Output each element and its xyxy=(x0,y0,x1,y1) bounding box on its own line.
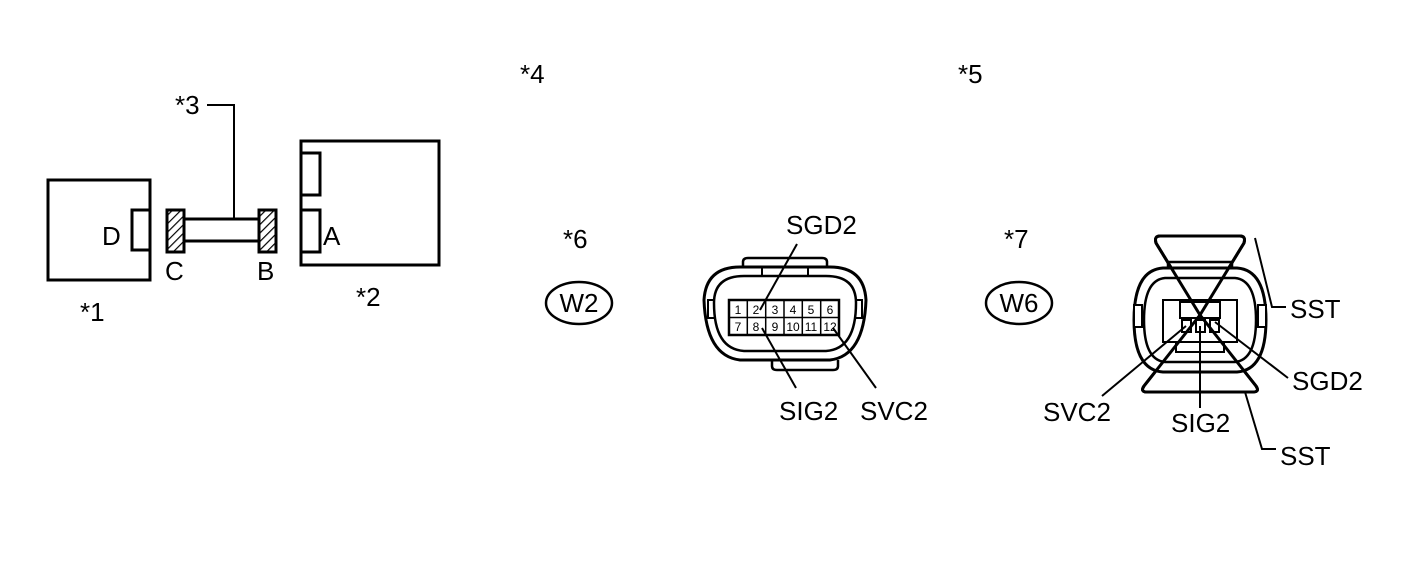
callout-4: *4 xyxy=(520,59,545,89)
callout-3-leader xyxy=(207,104,235,219)
connector-socket-upper xyxy=(299,151,322,197)
connector-id-w2: W2 xyxy=(560,288,599,318)
leader-sgd2-right xyxy=(1214,321,1289,379)
connector-letter-d: D xyxy=(102,221,121,251)
connector-letter-a: A xyxy=(323,221,341,251)
connector-id-w2-ellipse xyxy=(544,280,614,326)
pin-10: 10 xyxy=(786,320,800,334)
callout-3: *3 xyxy=(175,90,200,120)
leader-sgd2-left xyxy=(759,243,798,311)
leader-sig2-left xyxy=(761,327,797,389)
terminal-label-sgd2: SGD2 xyxy=(786,210,857,240)
leader-sst-top xyxy=(1254,237,1286,308)
connector-b-plug xyxy=(257,208,278,254)
connector-id-w6: W6 xyxy=(1000,288,1039,318)
terminal-label-svc2-right: SVC2 xyxy=(1043,397,1111,427)
callout-7: *7 xyxy=(1004,224,1029,254)
connector-12-pin-front-view xyxy=(702,256,868,372)
callout-1: *1 xyxy=(80,297,105,327)
terminal-label-sig2-right: SIG2 xyxy=(1171,408,1230,438)
component-1 xyxy=(46,178,152,282)
callout-5: *5 xyxy=(958,59,983,89)
pin-11: 11 xyxy=(805,320,818,334)
terminal-label-svc2: SVC2 xyxy=(860,396,928,426)
leader-svc2-left xyxy=(832,327,877,389)
leader-svc2-right xyxy=(1101,325,1187,397)
pin-6: 6 xyxy=(827,303,834,317)
pin-8: 8 xyxy=(753,320,760,334)
terminal-label-sst-top: SST xyxy=(1290,294,1341,324)
pin-5: 5 xyxy=(808,303,815,317)
leader-sst-bottom xyxy=(1244,391,1276,450)
connector-c-plug xyxy=(165,208,186,254)
component-2 xyxy=(299,139,441,267)
callout-6: *6 xyxy=(563,224,588,254)
terminal-label-sst-bottom: SST xyxy=(1280,441,1331,471)
pin-2: 2 xyxy=(753,303,760,317)
pin-7: 7 xyxy=(735,320,742,334)
harness-3 xyxy=(165,104,278,254)
pin-4: 4 xyxy=(790,303,797,317)
pin-3: 3 xyxy=(772,303,779,317)
connector-letter-b: B xyxy=(257,256,274,286)
connector-id-w6-ellipse xyxy=(984,280,1054,326)
connector-d-socket xyxy=(130,208,152,252)
connector-a-socket xyxy=(299,208,322,254)
terminal-label-sgd2-right: SGD2 xyxy=(1292,366,1363,396)
callout-2: *2 xyxy=(356,282,381,312)
pin-9: 9 xyxy=(772,320,779,334)
terminal-label-sig2: SIG2 xyxy=(779,396,838,426)
connector-3-pin-back-view xyxy=(1132,234,1268,394)
pin-1: 1 xyxy=(735,303,742,317)
connector-letter-c: C xyxy=(165,256,184,286)
